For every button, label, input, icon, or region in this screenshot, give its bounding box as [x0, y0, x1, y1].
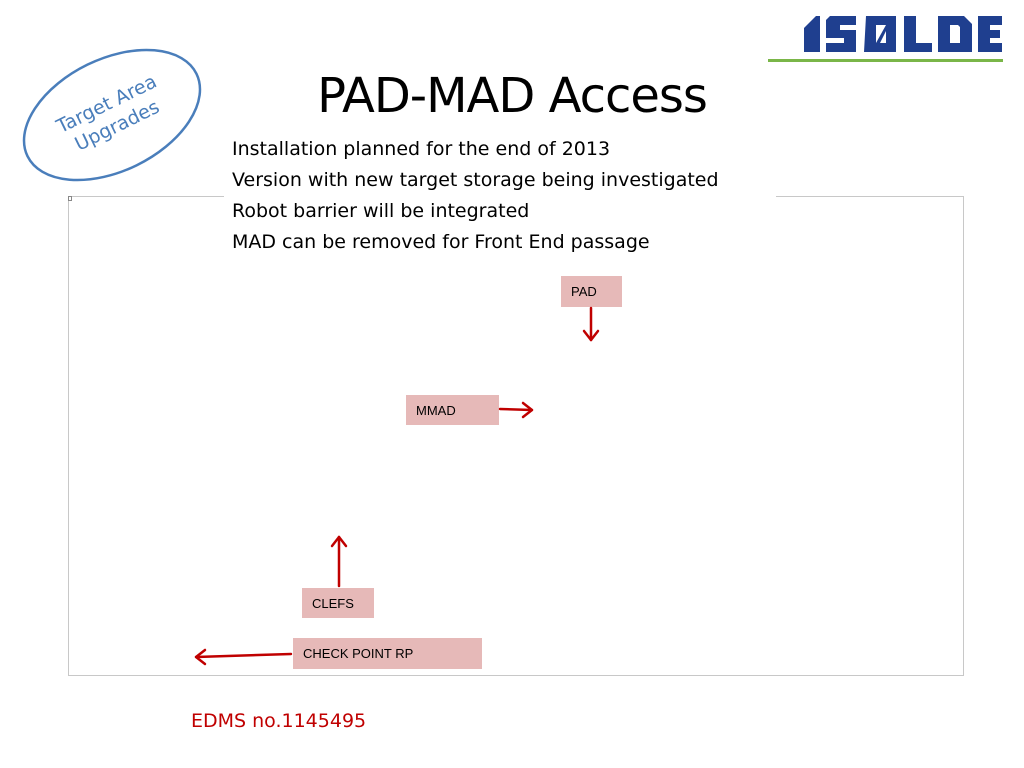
- bullet-item: Robot barrier will be integrated: [232, 200, 530, 222]
- target-area-upgrades-badge: Target Area Upgrades: [14, 48, 210, 182]
- bullet-item: Version with new target storage being in…: [232, 169, 719, 191]
- slide-title: PAD-MAD Access: [317, 68, 708, 124]
- diagram-frame: [68, 196, 964, 676]
- bullet-item: Installation planned for the end of 2013: [232, 138, 611, 160]
- bullet-list: Installation planned for the end of 2013…: [224, 134, 776, 258]
- bullet-item: MAD can be removed for Front End passage: [232, 231, 650, 253]
- clefs-label: CLEFS: [302, 588, 374, 618]
- checkpoint-label: CHECK POINT RP: [293, 638, 482, 669]
- mmad-label: MMAD: [406, 395, 499, 425]
- edms-reference: EDMS no.1145495: [191, 710, 367, 732]
- broken-image-icon: [68, 196, 72, 201]
- isolde-logo: [768, 12, 1003, 66]
- isolde-logo-graphic: [768, 16, 1003, 62]
- badge-ellipse: [22, 48, 202, 182]
- pad-label: PAD: [561, 276, 622, 307]
